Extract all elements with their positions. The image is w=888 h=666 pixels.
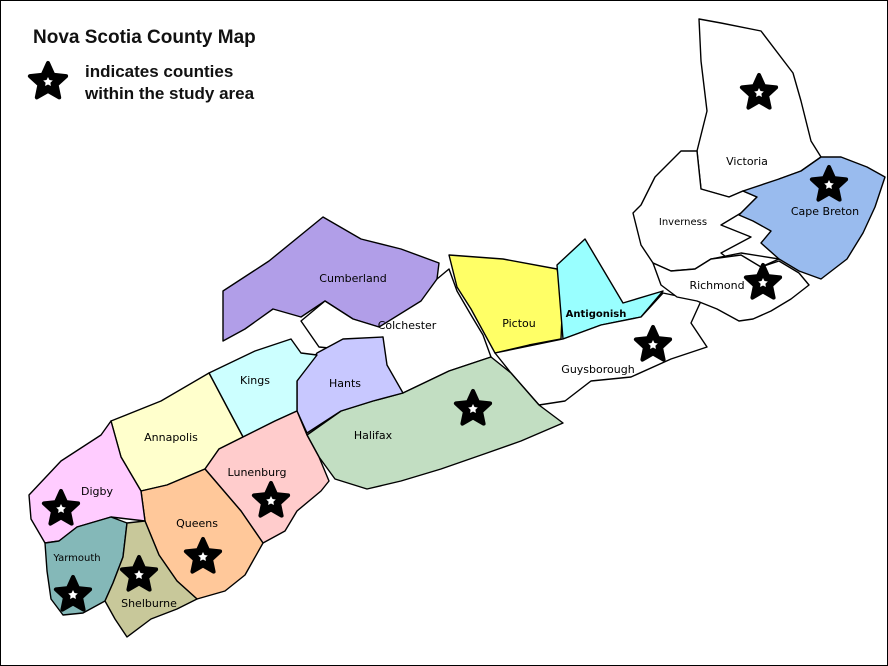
map-title: Nova Scotia County Map — [33, 27, 256, 48]
county-shelburne — [104, 520, 198, 638]
label-victoria: Victoria — [726, 155, 768, 168]
star-icon — [119, 555, 159, 592]
label-shelburne: Shelburne — [121, 597, 177, 610]
star-icon — [739, 73, 779, 110]
label-queens: Queens — [176, 517, 218, 530]
star-icon — [453, 389, 493, 426]
star-icon — [183, 537, 223, 574]
star-icon — [41, 489, 81, 526]
study-area-markers — [41, 73, 849, 612]
star-icon — [53, 575, 93, 612]
county-richmond — [652, 254, 810, 322]
label-colchester: Colchester — [378, 319, 437, 332]
label-yarmouth: Yarmouth — [52, 553, 100, 564]
label-pictou: Pictou — [502, 317, 536, 330]
legend-line-1: indicates counties — [85, 62, 234, 81]
label-richmond: Richmond — [689, 279, 744, 292]
label-kings: Kings — [240, 374, 270, 387]
county-guysborough — [494, 292, 708, 406]
label-hants: Hants — [329, 377, 361, 390]
label-inverness: Inverness — [659, 217, 707, 228]
label-digby: Digby — [81, 485, 113, 498]
legend-line-2: within the study area — [85, 84, 255, 103]
county-cape-breton — [738, 156, 886, 280]
label-antigonish: Antigonish — [566, 309, 627, 320]
county-pictou — [448, 254, 564, 354]
star-icon — [27, 61, 69, 100]
label-cape-breton: Cape Breton — [791, 205, 859, 218]
county-halifax — [306, 356, 564, 490]
label-cumberland: Cumberland — [319, 272, 386, 285]
legend-description: indicates counties within the study area — [85, 61, 254, 105]
label-lunenburg: Lunenburg — [228, 466, 287, 479]
star-icon — [251, 481, 291, 518]
star-icon — [633, 325, 673, 362]
county-lunenburg — [204, 410, 330, 544]
star-icon — [809, 165, 849, 202]
label-guysborough: Guysborough — [561, 363, 634, 376]
star-icon — [743, 263, 783, 300]
label-annapolis: Annapolis — [144, 431, 198, 444]
label-halifax: Halifax — [354, 429, 393, 442]
